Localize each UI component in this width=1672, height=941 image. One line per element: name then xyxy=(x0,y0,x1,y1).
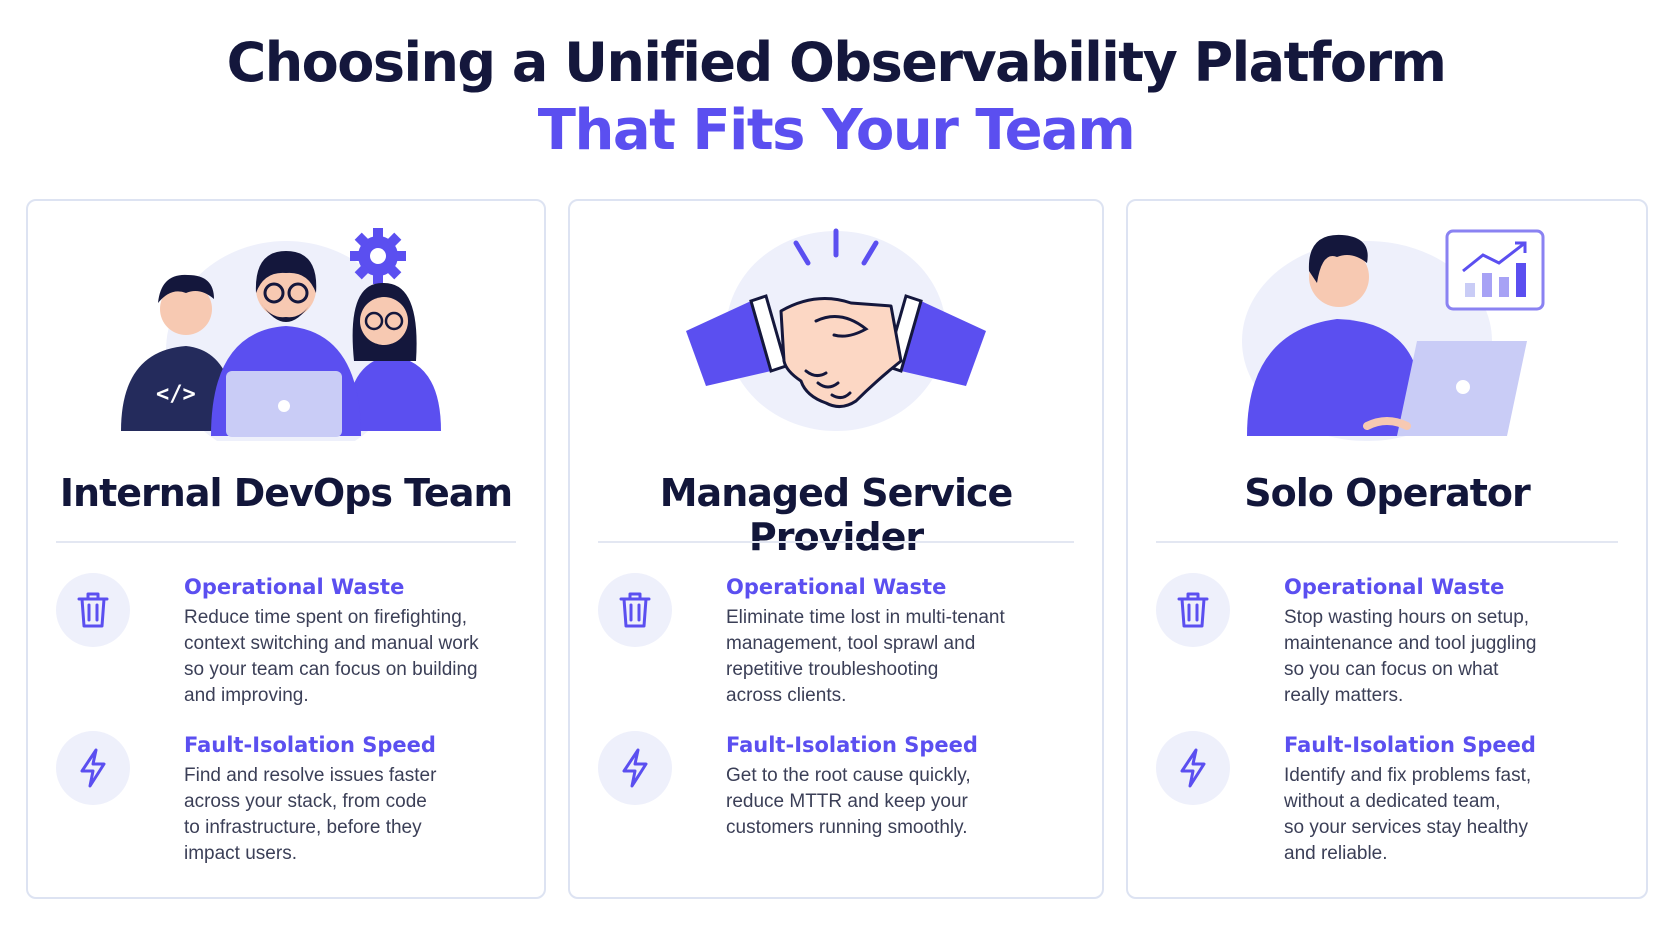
card-title: Internal DevOps Team xyxy=(59,471,513,515)
feature-title: Operational Waste xyxy=(1284,575,1505,599)
divider xyxy=(56,541,516,543)
feature-title: Operational Waste xyxy=(184,575,405,599)
feature-description: Find and resolve issues faster across yo… xyxy=(184,765,437,864)
feature-description: Reduce time spent on firefighting, conte… xyxy=(184,607,479,706)
feature-description: Stop wasting hours on setup, maintenance… xyxy=(1284,607,1537,706)
trash-icon xyxy=(598,573,672,647)
card-title: Solo Operator xyxy=(1244,471,1531,515)
chart-trend-icon xyxy=(1445,229,1545,311)
trash-icon xyxy=(56,573,130,647)
card-solo-operator: Solo Operator Operational Waste Stop was… xyxy=(1126,199,1648,899)
gear-icon xyxy=(350,228,406,284)
solo-operator-illustration xyxy=(1128,211,1646,461)
feature-description: Identify and fix problems fast, without … xyxy=(1284,765,1532,864)
code-glyph: </> xyxy=(156,382,196,407)
feature-description: Get to the root cause quickly, reduce MT… xyxy=(726,765,971,838)
lightning-icon xyxy=(1156,731,1230,805)
trash-icon xyxy=(1156,573,1230,647)
page-subtitle: That Fits Your Team xyxy=(537,98,1136,163)
divider xyxy=(598,541,1074,543)
feature-description: Eliminate time lost in multi-tenant mana… xyxy=(726,607,1005,706)
card-managed-service-provider: Managed Service Provider Operational Was… xyxy=(568,199,1104,899)
card-internal-devops-team: </> Internal DevOps Team Operational Was… xyxy=(26,199,546,899)
lightning-icon xyxy=(56,731,130,805)
feature-title: Fault-Isolation Speed xyxy=(726,733,978,757)
lightning-icon xyxy=(598,731,672,805)
devops-team-illustration: </> xyxy=(28,211,544,461)
feature-title: Operational Waste xyxy=(726,575,947,599)
feature-title: Fault-Isolation Speed xyxy=(184,733,436,757)
card-title: Managed Service Provider xyxy=(659,471,1014,559)
page-title: Choosing a Unified Observability Platfor… xyxy=(226,31,1447,94)
divider xyxy=(1156,541,1618,543)
feature-title: Fault-Isolation Speed xyxy=(1284,733,1536,757)
page-header: Choosing a Unified Observability Platfor… xyxy=(0,30,1672,166)
handshake-illustration xyxy=(570,211,1102,461)
